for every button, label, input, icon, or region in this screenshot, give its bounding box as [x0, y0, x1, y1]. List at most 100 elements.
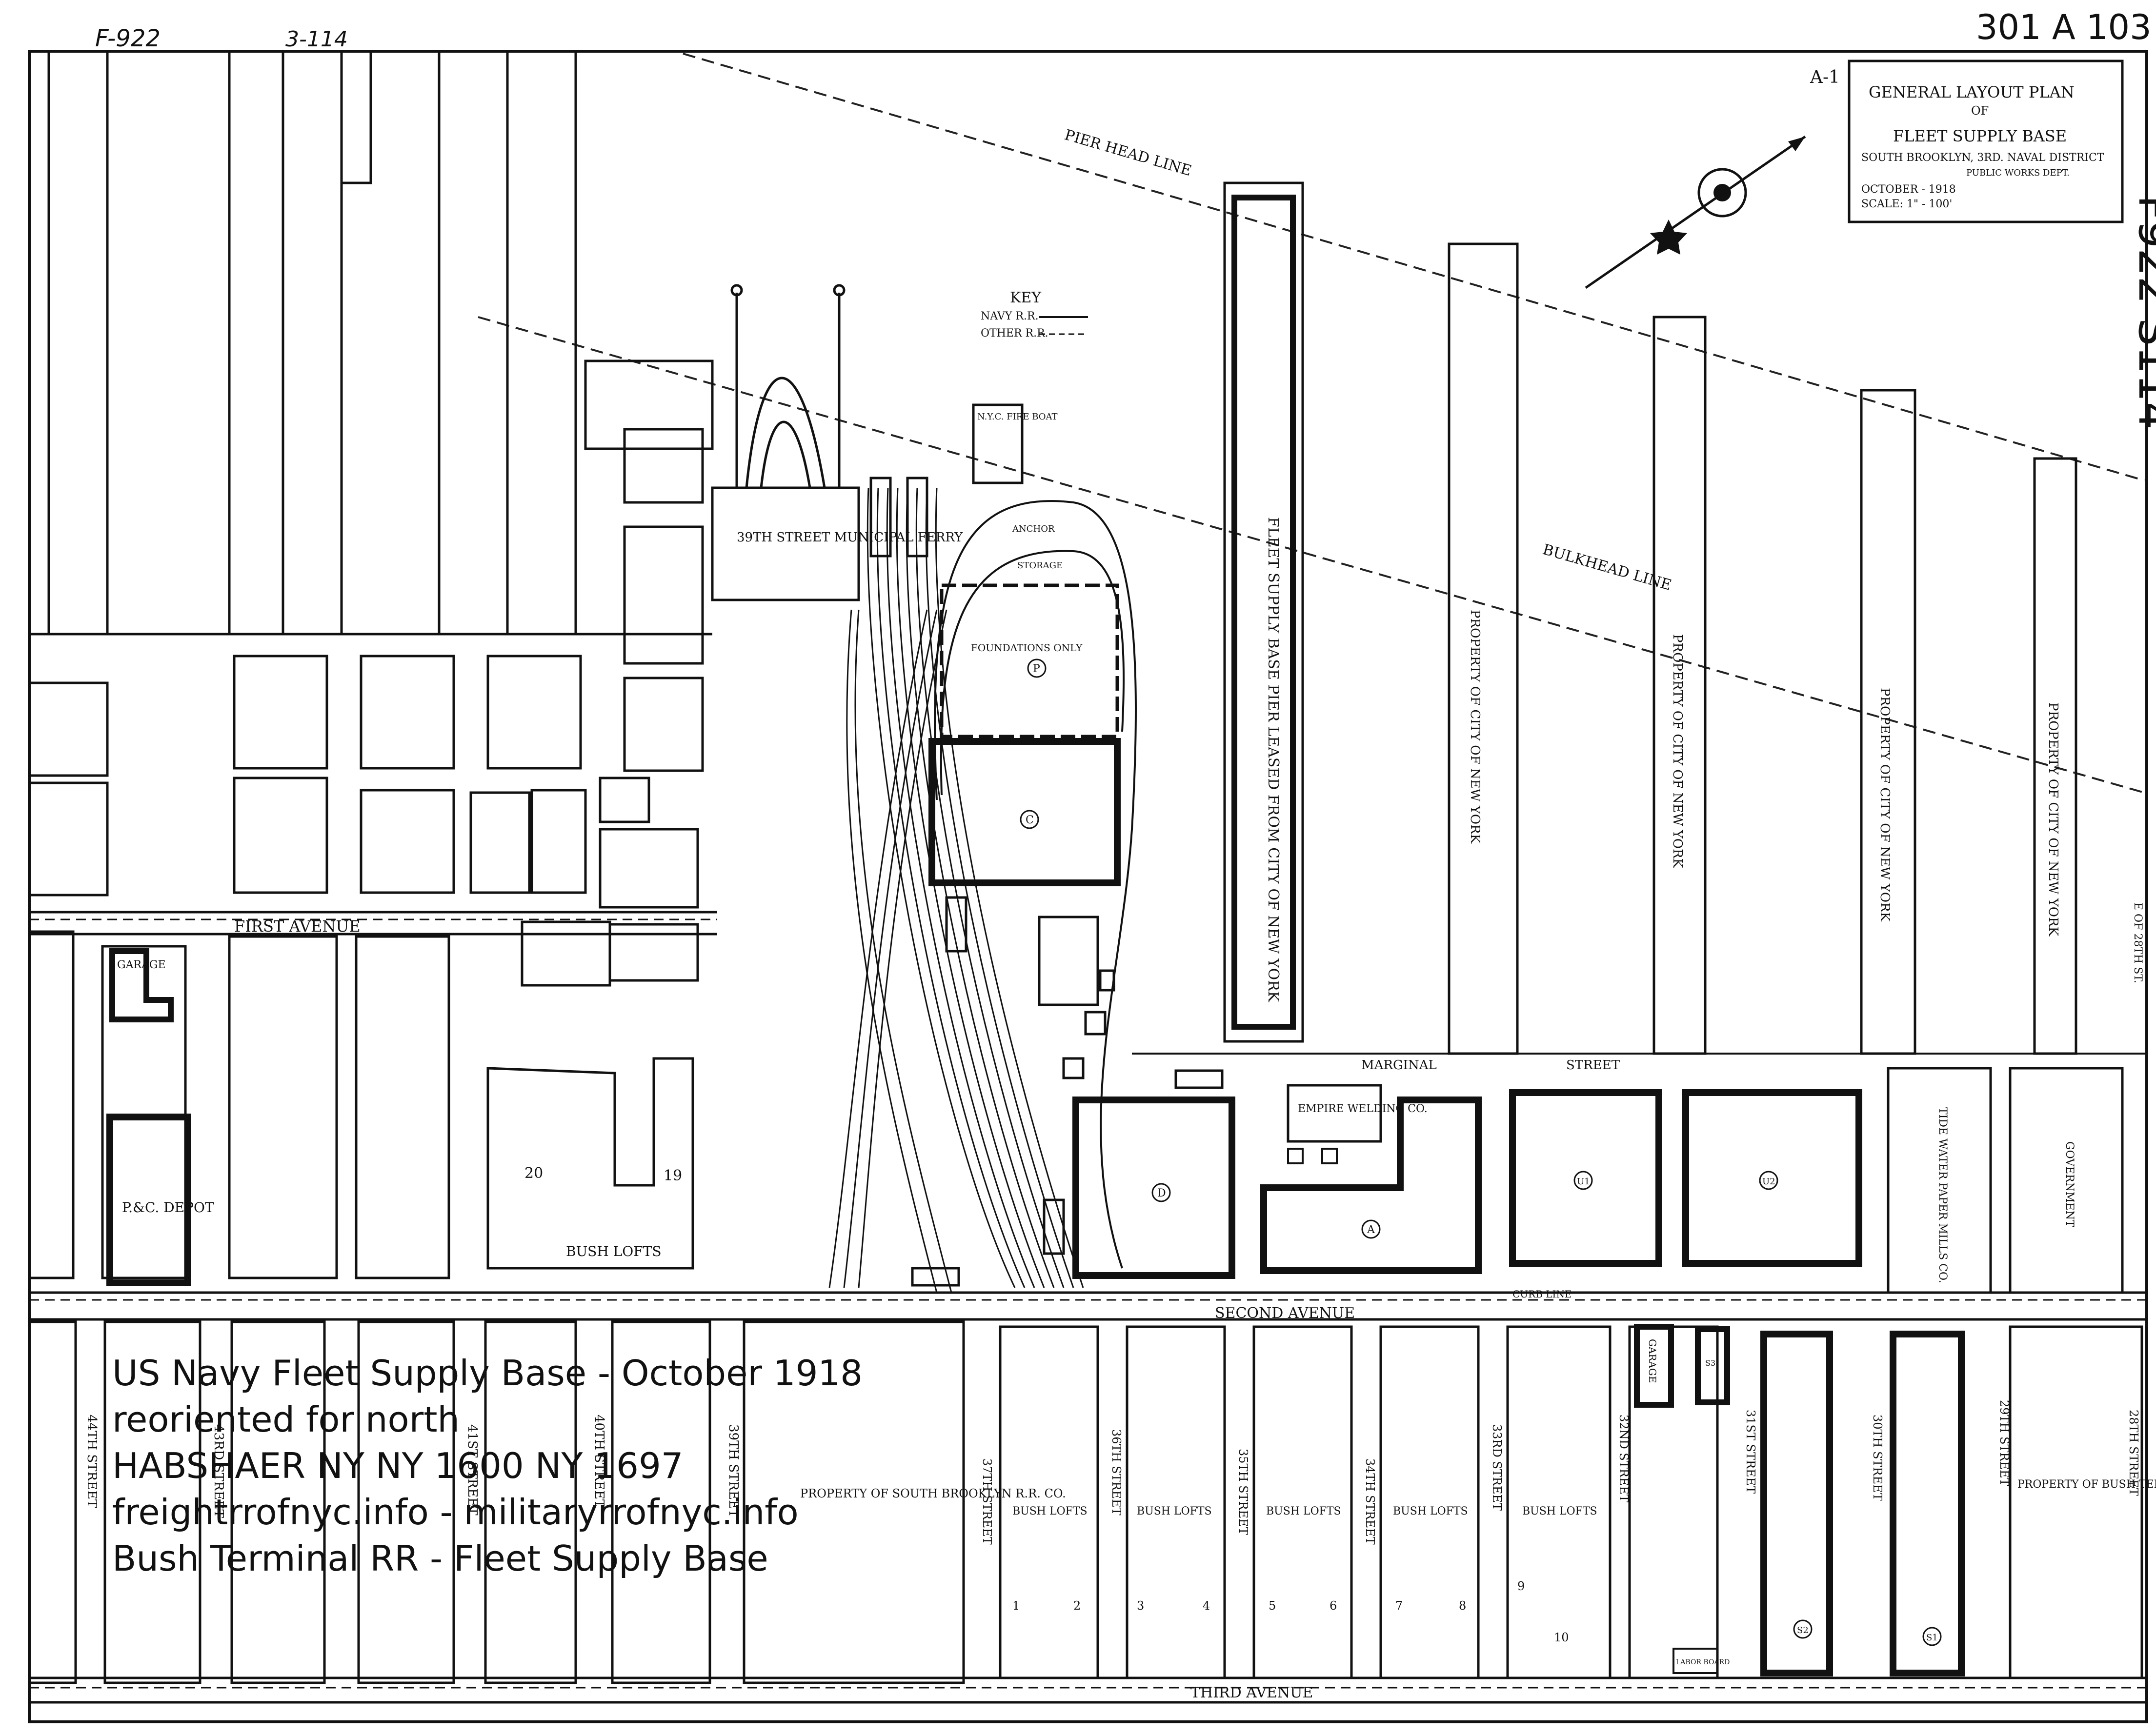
svg-text:SCALE: 1" - 100': SCALE: 1" - 100': [1861, 198, 1952, 210]
svg-text:28TH STREET: 28TH STREET: [2127, 1410, 2140, 1496]
fireboat-label: N.Y.C. FIRE BOAT: [977, 412, 1058, 422]
svg-text:6: 6: [1330, 1599, 1337, 1613]
labor-board-label: LABOR BOARD: [1676, 1658, 1730, 1666]
garage-right: [1634, 1324, 1674, 1408]
caption-line-3: HABSHAER NY NY 1600 NY 1697: [112, 1445, 684, 1486]
garage-label-left: GARAGE: [117, 959, 166, 971]
svg-text:44TH STREET: 44TH STREET: [84, 1415, 99, 1508]
pc-depot: [106, 1114, 191, 1286]
caption-line-2: reoriented for north: [112, 1399, 460, 1440]
blocks-lower: [28, 1320, 2143, 1684]
side-code: F922 S114: [2129, 195, 2156, 430]
bush-lofts-label-19-20: BUSH LOFTS: [566, 1243, 662, 1259]
svg-text:41ST STREET: 41ST STREET: [465, 1424, 480, 1516]
warehouse-u2: [1682, 1089, 1862, 1267]
yard-buildings: [869, 477, 1224, 1287]
svg-text:33RD STREET: 33RD STREET: [1490, 1424, 1504, 1511]
svg-text:10: 10: [1554, 1631, 1569, 1644]
bldg-u2-id: U2: [1762, 1177, 1775, 1187]
bldg-s2-id: S2: [1797, 1625, 1809, 1635]
title-block: A-1 GENERAL LAYOUT PLAN OF FLEET SUPPLY …: [1810, 60, 2124, 223]
storage-label: STORAGE: [1017, 560, 1063, 571]
svg-text:34TH STREET: 34TH STREET: [1363, 1458, 1377, 1545]
svg-text:1: 1: [1012, 1599, 1020, 1613]
svg-text:SOUTH BROOKLYN, 3RD. NAVAL DIS: SOUTH BROOKLYN, 3RD. NAVAL DISTRICT: [1861, 152, 2104, 164]
svg-text:35TH STREET: 35TH STREET: [1236, 1449, 1250, 1535]
empire-welding: [1287, 1084, 1382, 1143]
caption-line-5: Bush Terminal RR - Fleet Supply Base: [112, 1538, 768, 1579]
labor-board: [1672, 1648, 1718, 1674]
property-nyc-1: PROPERTY OF CITY OF NEW YORK: [1468, 610, 1482, 844]
anchor-label: ANCHOR: [1012, 524, 1055, 534]
warehouse-c: [928, 738, 1121, 886]
svg-text:3: 3: [1137, 1599, 1144, 1613]
drawing-number: 301 A 103: [1976, 7, 2152, 47]
building-19: 19: [664, 1167, 682, 1184]
svg-text:NAVY R.R.: NAVY R.R.: [981, 310, 1039, 322]
corner-ref-2: 3-114: [285, 27, 348, 52]
garage-label-right: GARAGE: [1647, 1339, 1658, 1383]
corner-ref-1: F-922: [95, 25, 161, 52]
property-nyc-3: PROPERTY OF CITY OF NEW YORK: [1877, 688, 1892, 922]
svg-text:BUSH LOFTS: BUSH LOFTS: [1137, 1505, 1212, 1517]
svg-text:43RD STREET: 43RD STREET: [211, 1424, 226, 1518]
e-of-28th: E OF 28TH ST.: [2132, 902, 2144, 983]
svg-text:31ST STREET: 31ST STREET: [1744, 1410, 1757, 1494]
property-nyc-2: PROPERTY OF CITY OF NEW YORK: [1670, 634, 1685, 868]
bldg-p-id: P: [1033, 663, 1040, 675]
warehouse-s2: [1760, 1331, 1833, 1676]
warehouse-p: [940, 583, 1119, 738]
curb-line-label: CURB LINE: [1512, 1288, 1572, 1300]
compass-rose: [1585, 135, 1806, 289]
svg-text:30TH STREET: 30TH STREET: [1871, 1415, 1884, 1501]
svg-text:OCTOBER - 1918: OCTOBER - 1918: [1861, 183, 1956, 196]
bldg-d-id: D: [1157, 1187, 1166, 1199]
bldg-c-id: C: [1026, 814, 1034, 826]
svg-text:32ND STREET: 32ND STREET: [1617, 1415, 1631, 1502]
svg-text:BUSH LOFTS: BUSH LOFTS: [1012, 1505, 1088, 1517]
building-20: 20: [524, 1165, 543, 1182]
svg-text:PUBLIC WORKS DEPT.: PUBLIC WORKS DEPT.: [1966, 168, 2070, 178]
marginal-label: MARGINAL: [1361, 1058, 1437, 1073]
bldg-a-id: A: [1367, 1224, 1375, 1236]
property-nyc-4: PROPERTY OF CITY OF NEW YORK: [2046, 702, 2060, 937]
svg-text:7: 7: [1395, 1599, 1403, 1613]
bldg-u1-id: U1: [1577, 1177, 1590, 1187]
svg-text:8: 8: [1459, 1599, 1466, 1613]
svg-text:40TH STREET: 40TH STREET: [592, 1415, 606, 1508]
svg-text:4: 4: [1203, 1599, 1210, 1613]
warehouse-a: [1260, 1097, 1482, 1274]
svg-text:A-1: A-1: [1810, 67, 1840, 87]
blocks-lower-left: [28, 920, 699, 1279]
fleet-pier-label: FLEET SUPPLY BASE PIER LEASED FROM CITY …: [1265, 517, 1282, 1002]
marginal-street-label: STREET: [1566, 1058, 1620, 1073]
government-label: GOVERNMENT: [2063, 1141, 2075, 1227]
foundations-label: FOUNDATIONS ONLY: [971, 642, 1083, 654]
svg-text:FLEET SUPPLY BASE: FLEET SUPPLY BASE: [1893, 127, 2067, 145]
bush-lofts-labels: BUSH LOFTS BUSH LOFTS BUSH LOFTS BUSH LO…: [1012, 1505, 1597, 1517]
svg-text:9: 9: [1517, 1579, 1525, 1593]
svg-text:37TH STREET: 37TH STREET: [980, 1458, 994, 1545]
svg-text:OTHER R.R.: OTHER R.R.: [981, 327, 1048, 339]
bldg-s1-id: S1: [1926, 1633, 1938, 1643]
tidewater-label: TIDE WATER PAPER MILLS CO.: [1936, 1107, 1949, 1283]
bush-terminal-label: PROPERTY OF BUSH TERMINAL CO.: [2017, 1478, 2156, 1491]
blocks-mid-left: [28, 359, 714, 909]
pc-depot-label: P.&C. DEPOT: [122, 1199, 214, 1216]
loop-track: [934, 500, 1137, 1269]
svg-text:BUSH LOFTS: BUSH LOFTS: [1266, 1505, 1341, 1517]
second-avenue-label: SECOND AVENUE: [1215, 1305, 1355, 1322]
map-key: KEY NAVY R.R. OTHER R.R.: [981, 289, 1088, 339]
lot-numbers: 1 2 3 4 5 6 7 8 9 10: [1012, 1579, 1569, 1644]
third-avenue-label: THIRD AVENUE: [1190, 1684, 1313, 1701]
warehouse-d: [1072, 1097, 1235, 1279]
caption-overlay: US Navy Fleet Supply Base - October 1918…: [112, 1353, 863, 1579]
svg-text:2: 2: [1073, 1599, 1081, 1613]
rail-yard-tracks: [828, 487, 1084, 1293]
svg-text:BUSH LOFTS: BUSH LOFTS: [1393, 1505, 1468, 1517]
svg-text:BUSH LOFTS: BUSH LOFTS: [1522, 1505, 1597, 1517]
svg-text:39TH STREET: 39TH STREET: [726, 1424, 741, 1518]
svg-text:GENERAL LAYOUT PLAN: GENERAL LAYOUT PLAN: [1869, 83, 2075, 101]
municipal-ferry: [711, 284, 860, 601]
fleet-supply-pier: [1223, 181, 1304, 1043]
